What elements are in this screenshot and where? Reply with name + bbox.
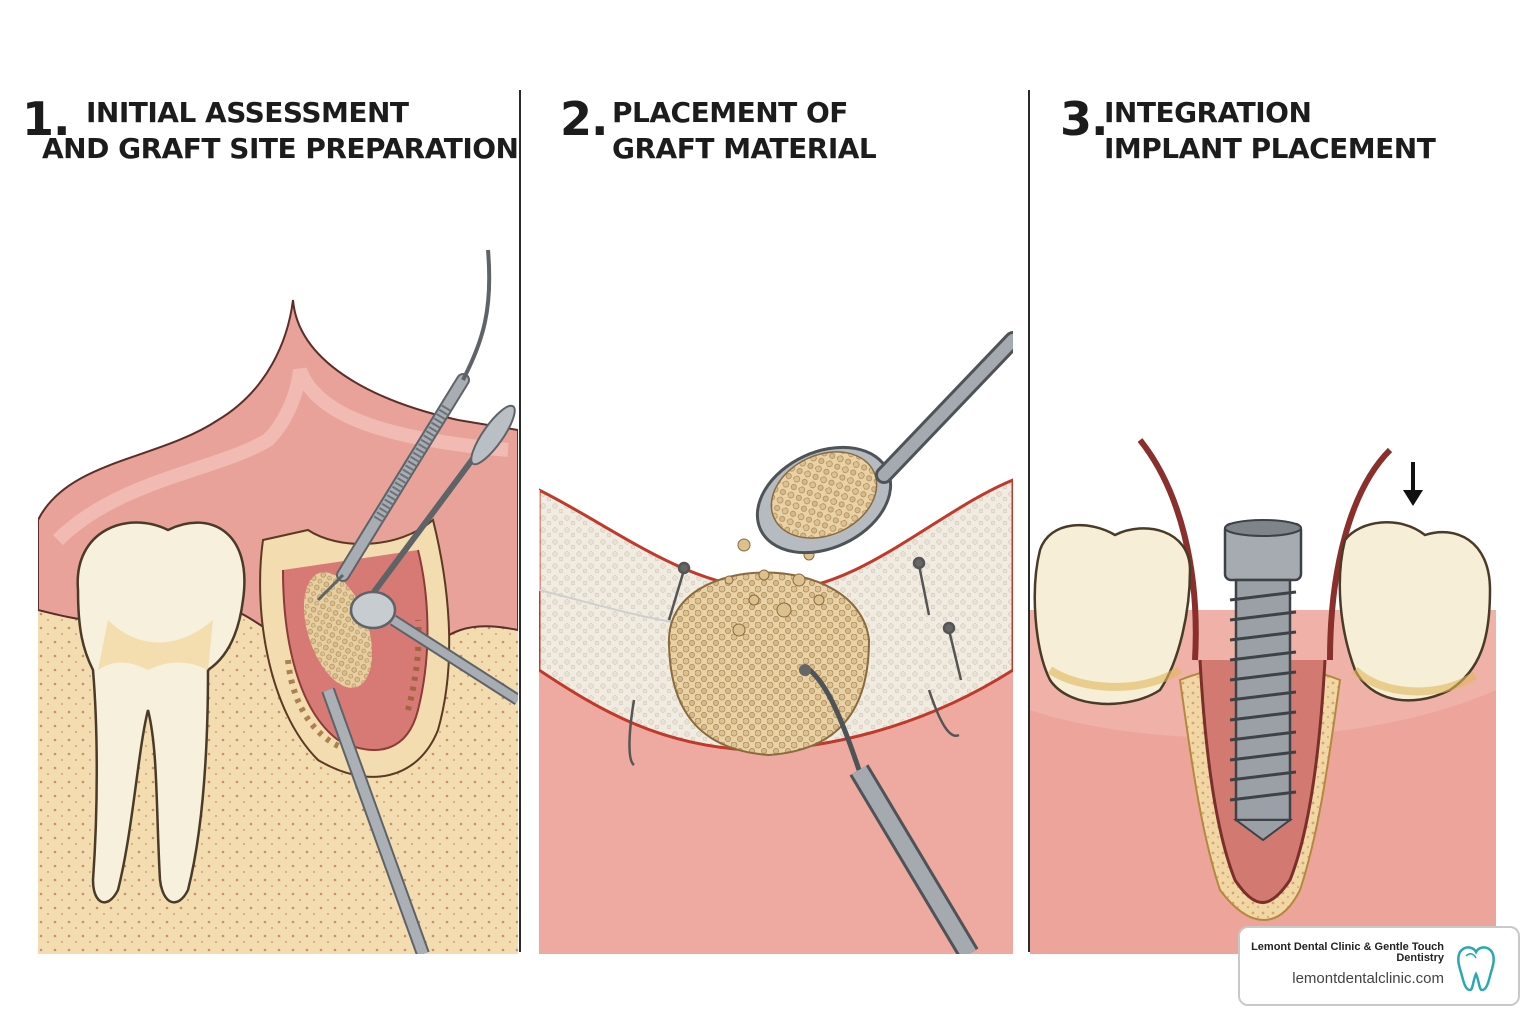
- step-1-number: 1.: [22, 92, 70, 146]
- adjacent-tooth-right: [1338, 521, 1492, 702]
- step-1-line-1: INITIAL ASSESSMENT: [86, 96, 409, 129]
- graft-spoon-instrument: [755, 331, 1013, 555]
- clinic-url-link[interactable]: lemontdentalclinic.com: [1292, 970, 1444, 987]
- step-2-number: 2.: [560, 92, 608, 146]
- step-3-line-1: INTEGRATION: [1104, 96, 1312, 129]
- graft-material: [667, 571, 871, 757]
- gum-flaps: [1137, 438, 1393, 661]
- fixation-pins: [628, 556, 963, 767]
- probe-instrument: [799, 664, 979, 954]
- curette-instrument: [349, 404, 518, 706]
- down-arrow-icon: [1403, 462, 1423, 506]
- adjacent-tooth-left: [1033, 524, 1192, 706]
- panel-1-illustration: [38, 190, 518, 954]
- step-3-line-2: IMPLANT PLACEMENT: [1104, 132, 1436, 165]
- tooth-logo-icon: [1454, 944, 1498, 996]
- step-2-line-1: PLACEMENT OF: [612, 96, 848, 129]
- step-3-number: 3.: [1060, 92, 1108, 146]
- clinic-name: Lemont Dental Clinic & Gentle Touch Dent…: [1251, 941, 1444, 964]
- probe-instrument: [321, 687, 430, 954]
- natural-tooth: [76, 521, 246, 904]
- dental-explorer-instrument: [316, 249, 492, 602]
- panel-divider-1: [519, 90, 521, 952]
- panel-3-illustration: [1030, 190, 1496, 954]
- step-2-line-2: GRAFT MATERIAL: [612, 132, 877, 165]
- dental-implant: [1223, 519, 1303, 842]
- clinic-badge[interactable]: Lemont Dental Clinic & Gentle Touch Dent…: [1238, 926, 1520, 1006]
- panel-2-illustration: [539, 190, 1013, 954]
- panel-divider-2: [1028, 90, 1030, 952]
- step-1-line-2: AND GRAFT SITE PREPARATION: [42, 132, 519, 165]
